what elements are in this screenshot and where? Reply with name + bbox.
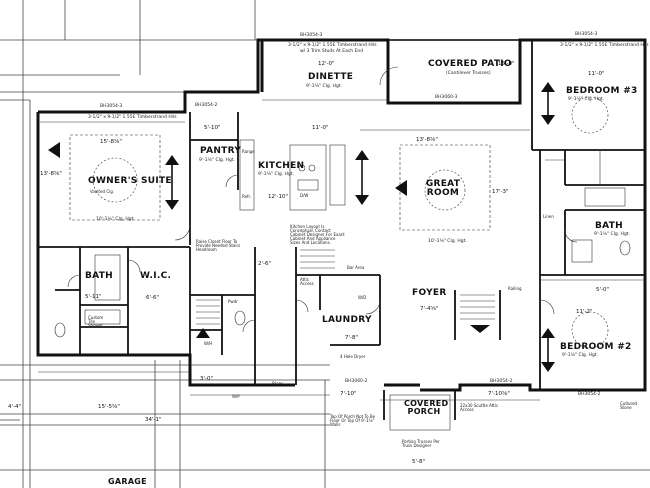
- dim-kitchen: 11'-0": [312, 125, 329, 131]
- room-covered-porch: COVERED PORCH: [404, 399, 449, 416]
- dim-kitchen-2: 12'-10": [268, 194, 289, 200]
- dim-overall-3: 34'-1": [145, 417, 162, 423]
- dim-wic: 6'-6": [146, 295, 160, 301]
- room-covered-patio: COVERED PATIO: [428, 59, 512, 69]
- note-dw: D/W: [300, 193, 309, 198]
- note-railing: Railing: [508, 286, 522, 291]
- note-wd: W/D: [358, 295, 367, 300]
- ceiling-bath-2: 9'-1⅛" Clg. Hgt.: [594, 232, 630, 237]
- note-scuttle: 22x30 Scuttle Attic Access: [460, 403, 499, 412]
- window-tag: BH3054-2: [195, 103, 218, 108]
- note-porch: Top Of Porch Not To Be Floor Or Top Of 9…: [330, 414, 376, 427]
- note-pwdr: Pwdr: [228, 299, 238, 304]
- room-wic: W.I.C.: [140, 271, 172, 281]
- window-tag: BH3054-2: [578, 392, 601, 397]
- dim-great-h: 17'-3": [492, 189, 509, 195]
- header-note-1: 3-1/2" x 9-1/2" 1.55E Timberstrand Hdr.: [288, 43, 378, 48]
- note-wh: W/H: [204, 341, 213, 346]
- dim-foyer: 7'-4⅝": [420, 306, 439, 312]
- dim-bed2: 11'-2": [576, 309, 593, 315]
- dim-overall-2: 15'-5⅝": [98, 404, 120, 410]
- dim-porch: 5'-8": [412, 459, 426, 465]
- window-tag: BH3054-3: [575, 32, 598, 37]
- ceiling-dinette: 9'-1⅛" Clg. Hgt.: [306, 84, 342, 89]
- dim-bed3: 11'-0": [588, 71, 605, 77]
- ceiling-great-room: 10'-1⅛" Clg. Hgt.: [428, 239, 467, 244]
- note-range: Range: [242, 149, 255, 154]
- ceiling-bedroom-2: 9'-1⅛" Clg. Hgt.: [562, 353, 598, 358]
- room-foyer: FOYER: [412, 288, 447, 298]
- ceiling-owners-suite: 10'-1⅛" Clg. Hgt.: [96, 217, 135, 222]
- room-owners-suite: OWNER'S SUITE: [88, 176, 172, 186]
- room-dinette: DINETTE: [308, 72, 354, 82]
- note-vaulted: Vaulted Clg.: [90, 189, 115, 194]
- dim-great: 13'-8⅝": [416, 137, 438, 143]
- note-attic: Attic Access: [300, 277, 314, 286]
- interior-walls: [38, 40, 645, 420]
- dim-5-0: 5'-0": [596, 287, 610, 293]
- note-bar: Bar Area: [347, 265, 365, 270]
- window-tag: BH3060-3: [435, 95, 458, 100]
- room-great-room: GREAT ROOM: [425, 179, 461, 198]
- window-tag: BH3060-2: [345, 379, 368, 384]
- dim-3-0: 3'-0": [200, 376, 214, 382]
- dim-pantry: 5'-10": [204, 125, 221, 131]
- room-laundry: LAUNDRY: [322, 315, 372, 325]
- stair-treads: [196, 249, 495, 325]
- room-kitchen: KITCHEN: [258, 161, 305, 171]
- note-kitchen-layout: Kitchen Layout Is Conceptual. Contact Ca…: [290, 224, 345, 245]
- header-note-2: 3-1/2" x 9-1/2" 1.55E Timberstrand Hdr.: [560, 43, 650, 48]
- direction-arrows: [48, 82, 555, 372]
- header-note-1b: w/ 3 Trim Studs At Each End: [300, 49, 364, 54]
- note-refr: Refr.: [242, 194, 252, 199]
- window-tag: BH3054-3: [300, 33, 323, 38]
- dim-bath: 5'-11": [85, 294, 102, 300]
- note-cultured-stone: Cultured Stone: [620, 401, 638, 410]
- note-linen: Linen: [543, 214, 554, 219]
- window-tag: BH3054-3: [100, 104, 123, 109]
- dim-owner-height: 13'-8⅝": [40, 171, 62, 177]
- note-raise-floor: Raise Closet Floor To Provide Needed Sta…: [196, 239, 241, 252]
- dim-overall-1: 4'-4": [8, 404, 22, 410]
- ceiling-covered-patio: (Cantilever Trusses): [446, 71, 491, 76]
- dim-dinette: 12'-0": [318, 61, 335, 67]
- header-note-3: 3-1/2" x 9-1/2" 1.55E Timberstrand Hdr.: [88, 115, 178, 120]
- window-tag: BH3054-2: [490, 379, 513, 384]
- ceiling-bedroom-3: 9'-1⅛" Clg. Hgt.: [568, 97, 604, 102]
- dim-porch-3: 7'-10⅝": [488, 391, 510, 397]
- dim-porch-2: 7'-10": [340, 391, 357, 397]
- patio-outline: [387, 39, 521, 104]
- ceiling-pantry: 9'-1⅛" Clg. Hgt.: [199, 158, 235, 163]
- note-four-hole: 4 Hole Dryer: [340, 354, 366, 359]
- note-steps: Steps: [272, 381, 284, 386]
- room-bath-2: BATH: [595, 221, 623, 231]
- note-wp: W/P: [232, 394, 240, 399]
- room-bath-owner: BATH: [85, 271, 113, 281]
- dim-laundry: 7'-8": [345, 335, 359, 341]
- room-bedroom-2: BEDROOM #2: [560, 342, 632, 352]
- dim-2-6: 2'-6": [258, 261, 272, 267]
- room-pantry: PANTRY: [200, 146, 242, 156]
- room-garage: GARAGE: [108, 477, 147, 486]
- dim-patio: 15'-0": [498, 61, 515, 67]
- dim-owner-width: 15'-8⅝": [100, 139, 122, 145]
- ceiling-kitchen: 9'-1⅛" Clg. Hgt.: [258, 172, 294, 177]
- note-custom-tile: Custom Tile Shower: [88, 315, 104, 328]
- note-porch-truss: Portion Trusses Per Truss Designer: [402, 439, 440, 448]
- detail-lines: [38, 66, 645, 431]
- room-bedroom-3: BEDROOM #3: [566, 86, 638, 96]
